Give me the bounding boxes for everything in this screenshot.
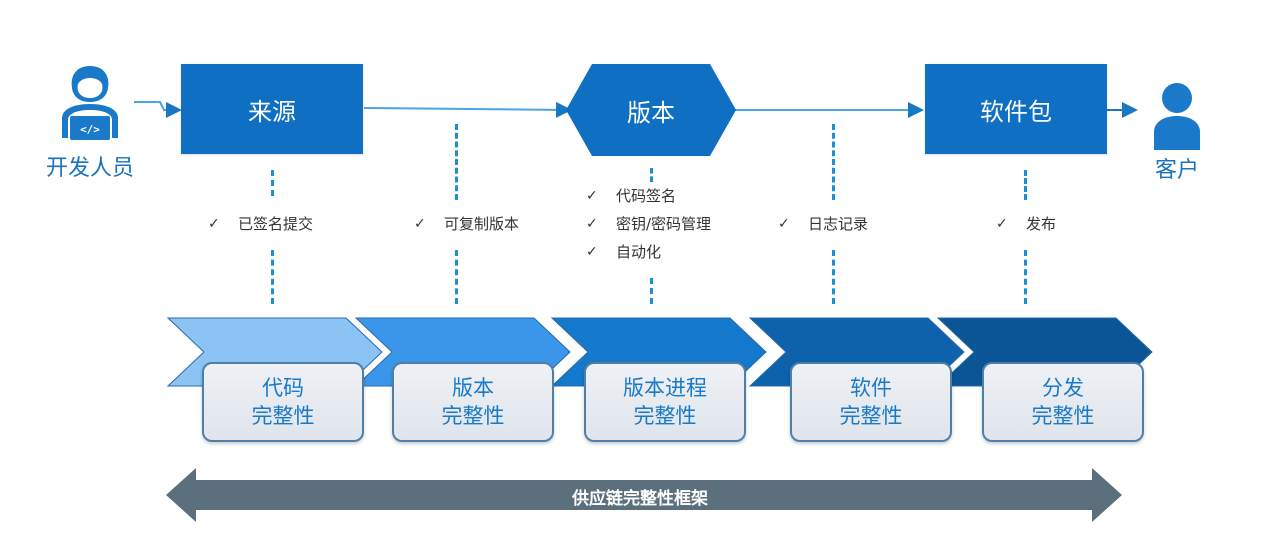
check-icon: ✓ (586, 188, 598, 204)
pillar-build-process-integrity[interactable]: 版本进程完整性 (584, 362, 746, 442)
stage-source-label: 来源 (248, 97, 296, 126)
dash-line (455, 250, 461, 304)
dash-line (455, 124, 461, 200)
checkpoint-source: ✓已签名提交 (208, 210, 313, 238)
pillar-code-integrity[interactable]: 代码完整性 (202, 362, 364, 442)
check-item: ✓发布 (996, 210, 1056, 238)
checkpoint-build: ✓可复制版本 (414, 210, 519, 238)
dash-line (1024, 250, 1030, 304)
user-icon (1154, 83, 1200, 150)
check-item: ✓可复制版本 (414, 210, 519, 238)
framework-double-arrow (166, 468, 1122, 522)
pillar-software-integrity[interactable]: 软件完整性 (790, 362, 952, 442)
stage-package[interactable]: 软件包 (925, 64, 1107, 154)
connector-source-build (363, 101, 572, 118)
stage-build-label: 版本 (627, 98, 675, 127)
check-item: ✓代码签名 (586, 182, 711, 210)
dash-line (650, 278, 656, 304)
stage-package-label: 软件包 (980, 97, 1052, 126)
checkpoint-build-process: ✓代码签名 ✓密钥/密码管理 ✓自动化 (586, 182, 711, 266)
dash-line (832, 124, 838, 200)
dash-line (832, 250, 838, 304)
customer-label: 客户 (1154, 158, 1199, 183)
pillar-build-integrity[interactable]: 版本完整性 (392, 362, 554, 442)
check-icon: ✓ (586, 244, 598, 260)
check-icon: ✓ (414, 216, 426, 232)
dash-line (271, 250, 277, 304)
check-icon: ✓ (778, 216, 790, 232)
dash-line (650, 168, 656, 182)
checkpoint-package: ✓日志记录 (778, 210, 868, 238)
stage-source[interactable]: 来源 (181, 64, 363, 154)
check-item: ✓密钥/密码管理 (586, 210, 711, 238)
dash-line (1024, 170, 1030, 200)
check-item: ✓已签名提交 (208, 210, 313, 238)
developer-label: 开发人员 (45, 156, 134, 181)
pillar-distribution-integrity[interactable]: 分发完整性 (982, 362, 1144, 442)
check-icon: ✓ (208, 216, 220, 232)
dash-line (271, 170, 277, 196)
check-item: ✓自动化 (586, 238, 711, 266)
framework-label: 供应链完整性框架 (572, 489, 708, 509)
check-icon: ✓ (996, 216, 1008, 232)
stage-build[interactable]: 版本 (566, 64, 736, 156)
check-icon: ✓ (586, 216, 598, 232)
svg-text:</>: </> (80, 123, 100, 136)
checkpoint-distribution: ✓发布 (996, 210, 1056, 238)
connector-developer-source (134, 101, 182, 118)
stage-build-shape (566, 64, 736, 156)
developer-laptop-icon: </> (62, 66, 118, 140)
check-item: ✓日志记录 (778, 210, 868, 238)
